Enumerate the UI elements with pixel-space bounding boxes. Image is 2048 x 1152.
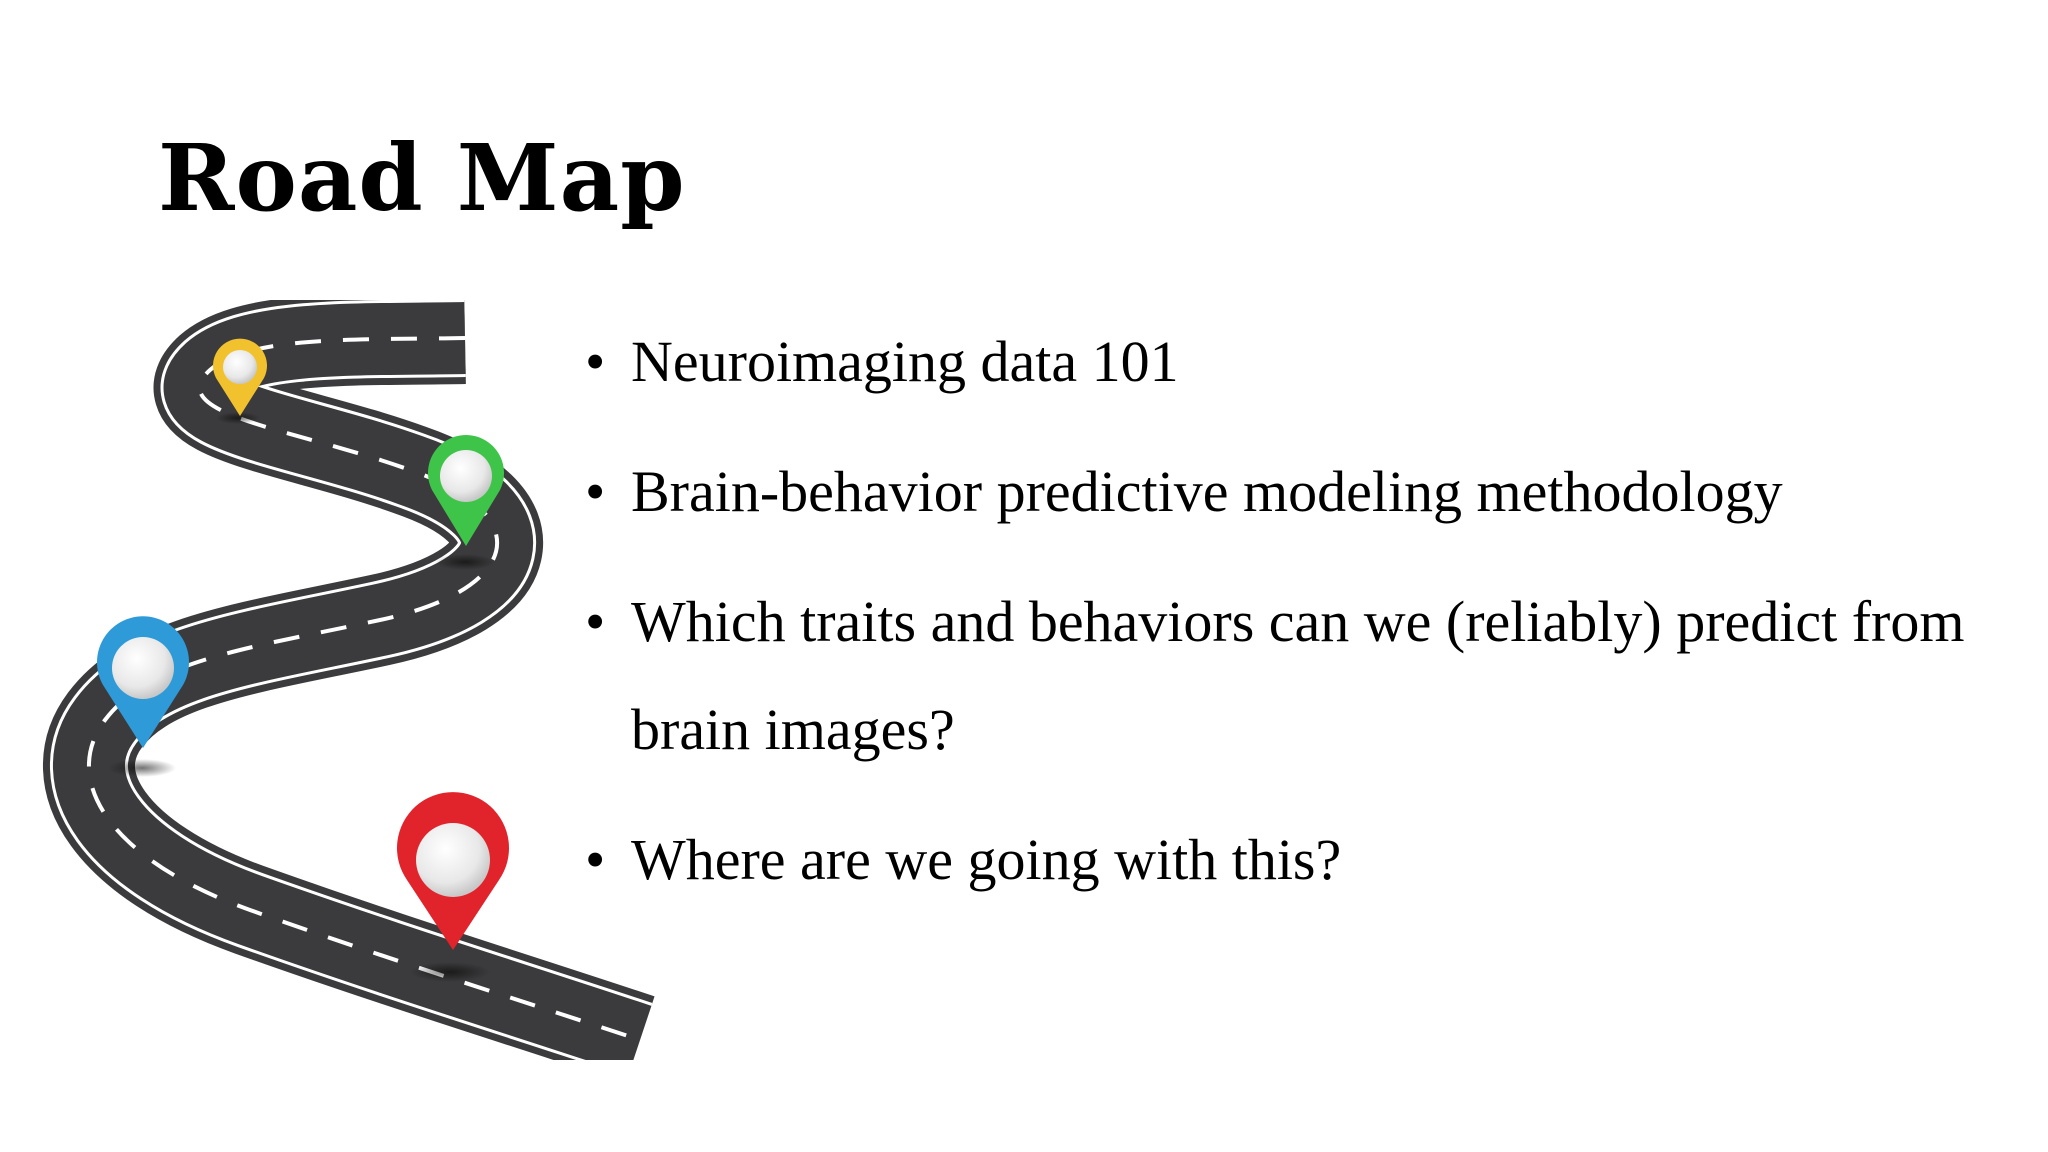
bullet-glyph: • <box>585 827 606 892</box>
bullet-item: • Where are we going with this? <box>585 806 2005 914</box>
bullet-text: Where are we going with this? <box>631 827 1342 892</box>
bullet-glyph: • <box>585 589 606 654</box>
blue-location-pin-icon <box>97 616 189 748</box>
winding-road-icon <box>41 300 656 1060</box>
bullet-glyph: • <box>585 459 606 524</box>
bullet-text: Brain-behavior predictive modeling metho… <box>631 459 1783 524</box>
bullet-glyph: • <box>585 329 606 394</box>
bullet-item: • Which traits and behaviors can we (rel… <box>585 568 2005 784</box>
bullet-text: Which traits and behaviors can we (relia… <box>631 589 1965 762</box>
bullet-item: • Brain-behavior predictive modeling met… <box>585 438 2005 546</box>
bullet-text: Neuroimaging data 101 <box>631 329 1179 394</box>
slide-title: Road Map <box>158 124 686 232</box>
red-location-pin-icon <box>397 792 509 950</box>
yellow-location-pin-icon <box>213 338 267 416</box>
green-location-pin-icon <box>428 435 505 546</box>
bullet-item: • Neuroimaging data 101 <box>585 308 2005 416</box>
bullet-list: • Neuroimaging data 101 • Brain-behavior… <box>585 308 2005 936</box>
road-center-dashes <box>87 336 641 1042</box>
